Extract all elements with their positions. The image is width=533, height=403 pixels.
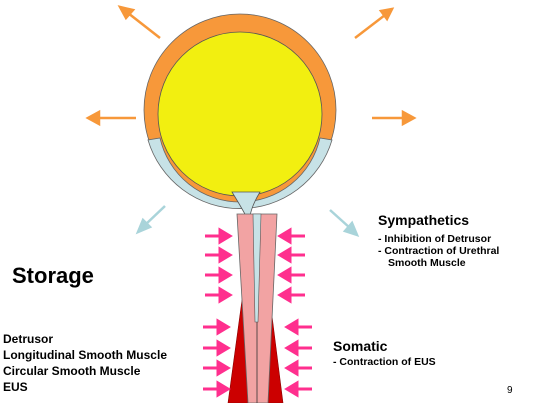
layer-label-detrusor: Detrusor xyxy=(3,331,167,347)
expansion-arrow-ne xyxy=(355,15,385,38)
pressure-arrows-right xyxy=(280,230,312,395)
sympathetics-item: Smooth Muscle xyxy=(378,257,499,269)
sympathetics-heading: Sympathetics xyxy=(378,212,469,228)
neck-arrow-left xyxy=(145,206,165,225)
layer-label-longitudinal: Longitudinal Smooth Muscle xyxy=(3,347,167,363)
pressure-arrows-left xyxy=(203,230,230,395)
expansion-arrow-nw xyxy=(128,13,160,38)
page-number: 9 xyxy=(507,385,513,396)
layer-label-circular: Circular Smooth Muscle xyxy=(3,363,167,379)
bladder-lumen xyxy=(158,32,322,196)
somatic-heading: Somatic xyxy=(333,338,387,354)
somatic-list: - Contraction of EUS xyxy=(333,356,436,368)
layer-labels: Detrusor Longitudinal Smooth Muscle Circ… xyxy=(3,331,167,395)
somatic-item: - Contraction of EUS xyxy=(333,356,436,368)
layer-label-eus: EUS xyxy=(3,379,167,395)
sympathetics-item: - Inhibition of Detrusor xyxy=(378,233,499,245)
sympathetics-list: - Inhibition of Detrusor - Contraction o… xyxy=(378,233,499,269)
diagram-title: Storage xyxy=(12,263,94,289)
neck-arrow-right xyxy=(330,210,350,228)
sympathetics-item: - Contraction of Urethral xyxy=(378,245,499,257)
